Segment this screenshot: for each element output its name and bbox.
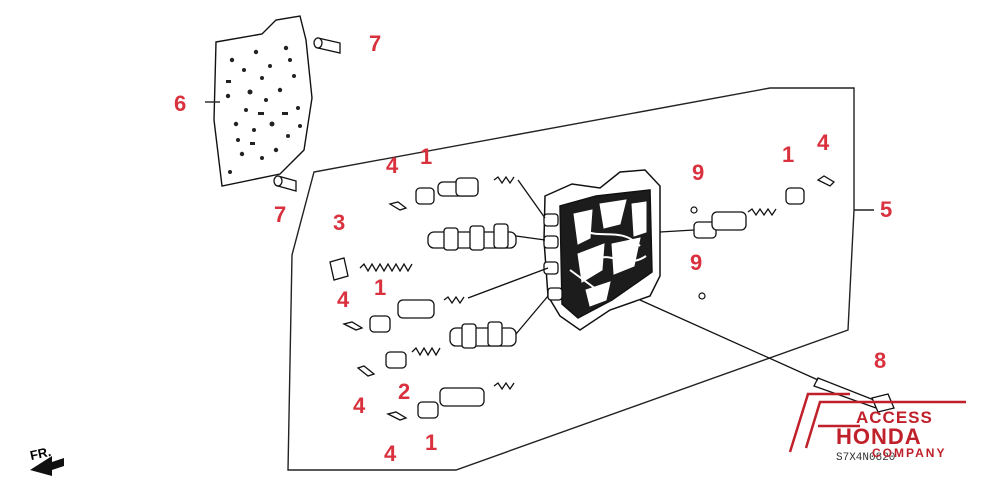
callout-3: 3 [333, 210, 346, 235]
retainer-clips [342, 175, 836, 421]
callout-1-bottom: 1 [425, 430, 438, 455]
assembly-outline [205, 87, 874, 471]
check-balls [690, 206, 706, 300]
mounting-bolt [639, 299, 895, 413]
main-valve-body [543, 169, 661, 331]
callout-1-right: 1 [782, 142, 795, 167]
front-direction-arrow [30, 456, 64, 476]
callout-4-top: 4 [386, 153, 399, 178]
callout-6: 6 [174, 91, 187, 116]
valve-right [659, 187, 805, 239]
separator-plate-small [329, 257, 349, 281]
separator-plate [213, 15, 313, 187]
callout-4-right: 4 [817, 130, 830, 155]
callout-5: 5 [880, 197, 893, 222]
access-honda-logo-mark [788, 392, 966, 453]
callout-7-top: 7 [369, 31, 382, 56]
callout-9-bottom: 9 [690, 250, 703, 275]
valve-row-3 [369, 267, 549, 333]
callout-7-bottom: 7 [274, 202, 287, 227]
valve-row-5 [417, 381, 515, 419]
logo-line-company: COMPANY [872, 446, 947, 460]
callout-4-bottom: 4 [384, 441, 397, 466]
dowel-pin-top [313, 37, 341, 54]
logo-line-honda: HONDA [836, 424, 922, 449]
callout-1-top: 1 [420, 144, 433, 169]
valve-row-2 [359, 223, 546, 273]
callout-1-mid: 1 [374, 275, 387, 300]
callout-4-lower: 4 [353, 393, 366, 418]
callout-8: 8 [874, 348, 887, 373]
logo-line-access: ACCESS [856, 408, 933, 427]
callout-2: 2 [398, 379, 411, 404]
part-code: S7X4N0820 [836, 452, 896, 464]
valve-row-1 [415, 175, 546, 219]
dowel-pin-bottom [273, 175, 297, 192]
callout-9-top: 9 [692, 160, 705, 185]
callout-4-mid: 4 [337, 287, 350, 312]
valve-row-4 [385, 295, 549, 369]
